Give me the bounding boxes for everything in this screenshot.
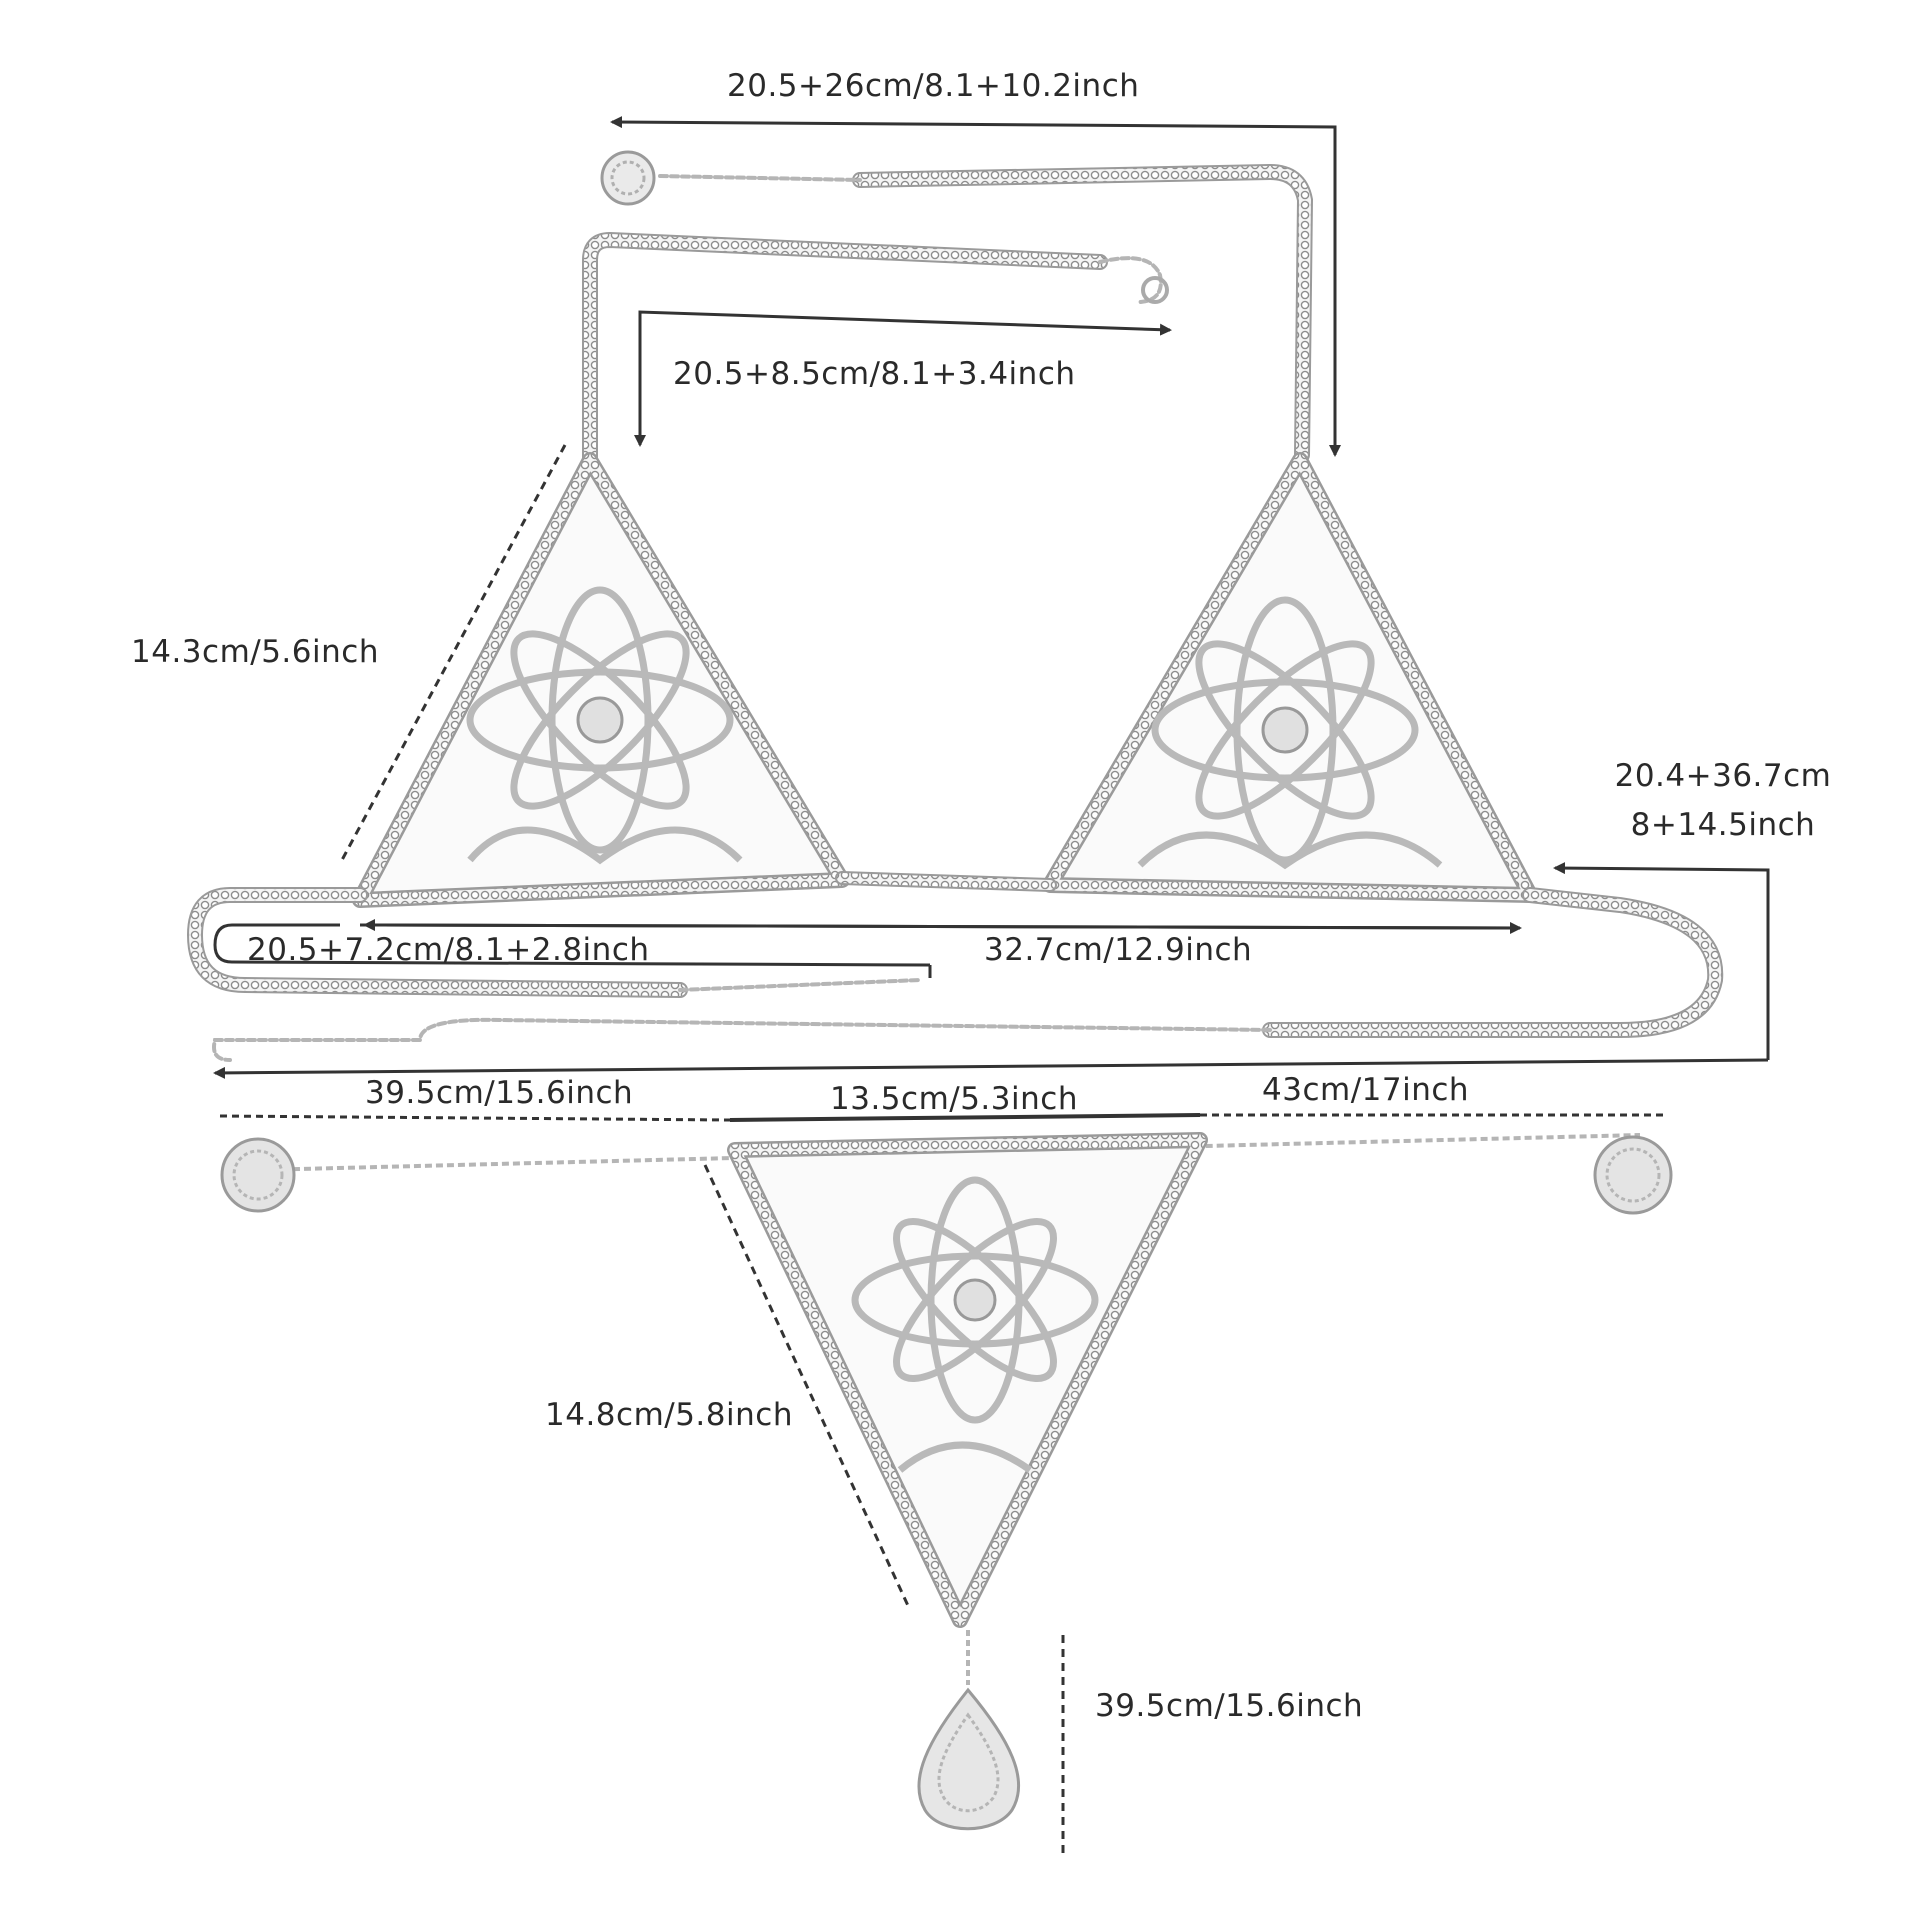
thong-top-label: 13.5cm/5.3inch [830,1081,1078,1117]
left-back-guide [213,923,931,967]
pendant-chain-label: 39.5cm/15.6inch [1095,1688,1364,1724]
left-cup-side-guide [340,444,567,861]
thong-triangle [727,1132,1208,1628]
waist-total-guide [213,1058,1769,1079]
bra-right-cup [1042,452,1538,903]
waist-left-label: 39.5cm/15.6inch [365,1075,634,1111]
inner-strap-guide [638,310,1172,445]
waist-chain [220,1133,1673,1215]
clasp-ball [600,150,656,206]
side-chain-label-1: 20.4+36.7cm [1614,758,1832,794]
inner-strap-label: 20.5+8.5cm/8.1+3.4inch [673,356,1076,392]
bra-band-chain [186,871,1724,1062]
bra-width-label: 32.7cm/12.9inch [984,932,1253,968]
waist-left-guide [219,1114,731,1122]
top-strap-guide [610,116,1337,455]
waist-right-label: 43cm/17inch [1262,1072,1470,1108]
thong-side-guide [703,1164,912,1611]
teardrop-pendant [917,1630,1021,1831]
side-chain-label-2: 8+14.5inch [1630,807,1816,843]
top-strap-label: 20.5+26cm/8.1+10.2inch [727,68,1140,104]
thong-top-guide [729,1113,1201,1122]
side-chain-guide [1553,862,1770,1060]
cup-side-label: 14.3cm/5.6inch [131,634,379,670]
neck-straps [582,163,1314,468]
measurement-guides [213,116,1770,1855]
bra-left-cup [352,452,850,908]
left-back-chain-label: 20.5+7.2cm/8.1+2.8inch [247,932,650,968]
thong-side-label: 14.8cm/5.8inch [545,1397,793,1433]
